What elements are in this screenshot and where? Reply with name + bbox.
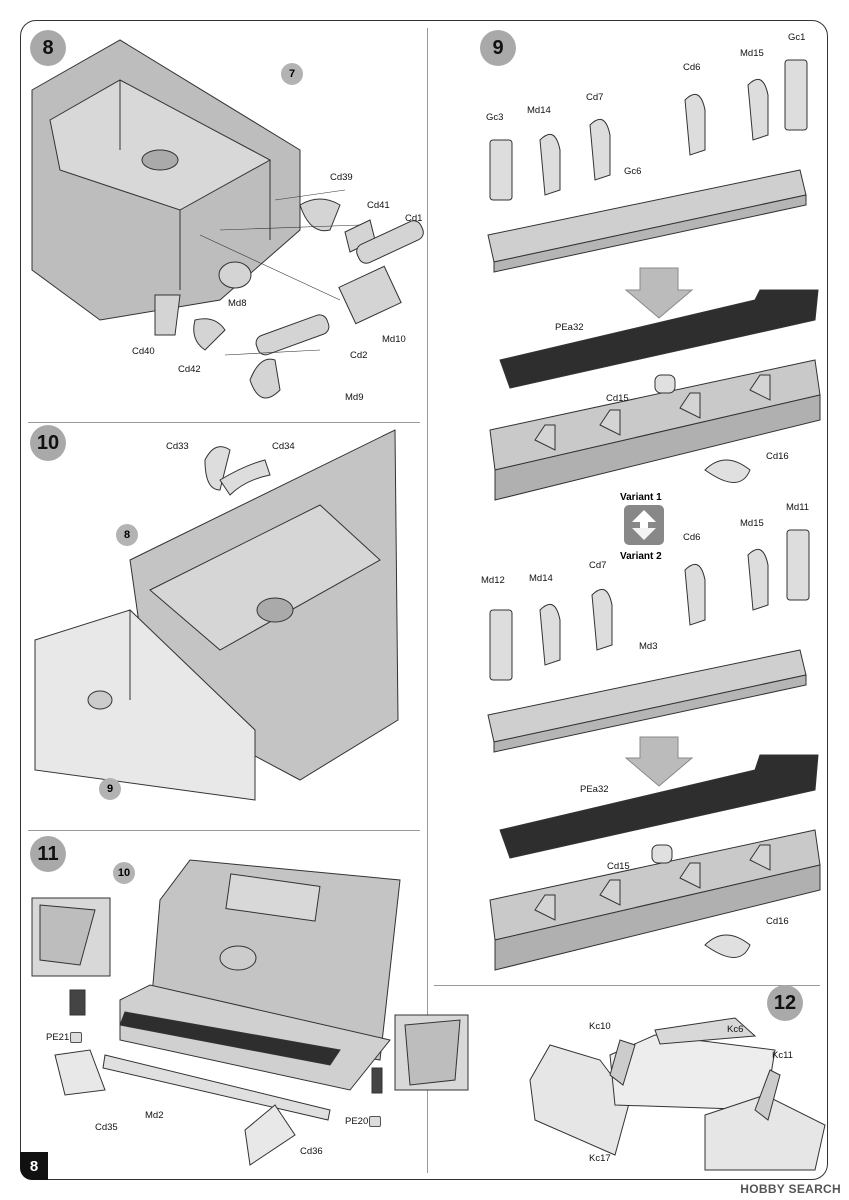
label-cd39: Cd39 [330,172,353,183]
label-pea32b: PEa32 [580,784,609,795]
label-kc6: Kc6 [727,1024,744,1035]
step8-hull-drawing [31,39,301,321]
label-md3: Md3 [639,641,658,652]
watermark: HOBBY SEARCH [740,1182,841,1196]
label-gc6: Gc6 [624,166,642,177]
label-md14a: Md14 [527,105,551,116]
section-divider-9-12 [434,985,820,986]
step-badge-8: 8 [30,30,66,66]
label-md11: Md11 [786,502,810,513]
callout-8: 8 [116,524,138,546]
label-cd34: Cd34 [272,441,295,452]
label-pe21: PE21 [46,1032,83,1044]
label-md14b: Md14 [529,573,553,584]
label-md9: Md9 [345,392,364,403]
section-divider-8-10 [28,422,420,423]
photo-etch-icon [369,1116,382,1127]
label-kc17: Kc17 [589,1153,611,1164]
label-pe21-text: PE21 [46,1032,70,1044]
variant-switch-icon [624,505,664,545]
callout-10: 10 [113,862,135,884]
label-gc1: Gc1 [788,32,806,43]
label-gc3: Gc3 [486,112,504,123]
label-kc11: Kc11 [772,1050,793,1061]
step9-tub-with-pe-variant2 [489,754,821,971]
label-cd15b: Cd15 [607,861,630,872]
label-pe20: PE20 [345,1116,382,1128]
label-cd16b: Cd16 [766,916,789,927]
section-divider-10-11 [28,830,420,831]
step-badge-9: 9 [480,30,516,66]
step-badge-11: 11 [30,836,66,872]
label-cd6a: Cd6 [683,62,701,73]
label-cd42: Cd42 [178,364,201,375]
label-md15a: Md15 [740,48,764,59]
label-md15b: Md15 [740,518,764,529]
label-cd33: Cd33 [166,441,189,452]
page-frame [20,20,828,1180]
label-cd41: Cd41 [367,200,390,211]
step9-tub-with-pe-variant1 [489,289,821,501]
label-md8: Md8 [228,298,247,309]
step8-leader-lines [199,189,361,356]
label-cd2: Cd2 [350,350,368,361]
label-pe20-text: PE20 [345,1116,369,1128]
label-cd40: Cd40 [132,346,155,357]
label-md12: Md12 [481,575,505,586]
step9-variant1-parts [487,59,808,273]
arrow-down-2 [624,736,694,787]
step12-parts [529,1017,826,1171]
variant-1-label: Variant 1 [620,492,662,503]
label-cd15a: Cd15 [606,393,629,404]
label-cd7b: Cd7 [589,560,607,571]
variant-2-label: Variant 2 [620,551,662,562]
label-md10: Md10 [382,334,406,345]
step10-hull-drawing [34,429,399,801]
label-pea32a: PEa32 [555,322,584,333]
column-divider [427,28,428,1173]
label-cd16a: Cd16 [766,451,789,462]
photo-etch-icon [70,1032,83,1043]
label-md2: Md2 [145,1110,164,1121]
callout-9: 9 [99,778,121,800]
arrow-down-1 [624,267,694,319]
callout-7: 7 [281,63,303,85]
label-cd6b: Cd6 [683,532,701,543]
step-badge-12: 12 [767,985,803,1021]
label-cd1: Cd1 [405,213,423,224]
step9-variant2-parts [487,529,810,753]
label-cd7a: Cd7 [586,92,604,103]
label-cd36: Cd36 [300,1146,323,1157]
label-kc10: Kc10 [589,1021,611,1032]
step11-assembly [54,859,401,1166]
page-number: 8 [20,1152,48,1180]
label-cd35: Cd35 [95,1122,118,1133]
step-badge-10: 10 [30,425,66,461]
step11-detail-insets [31,897,469,1091]
step8-parts [154,198,424,399]
